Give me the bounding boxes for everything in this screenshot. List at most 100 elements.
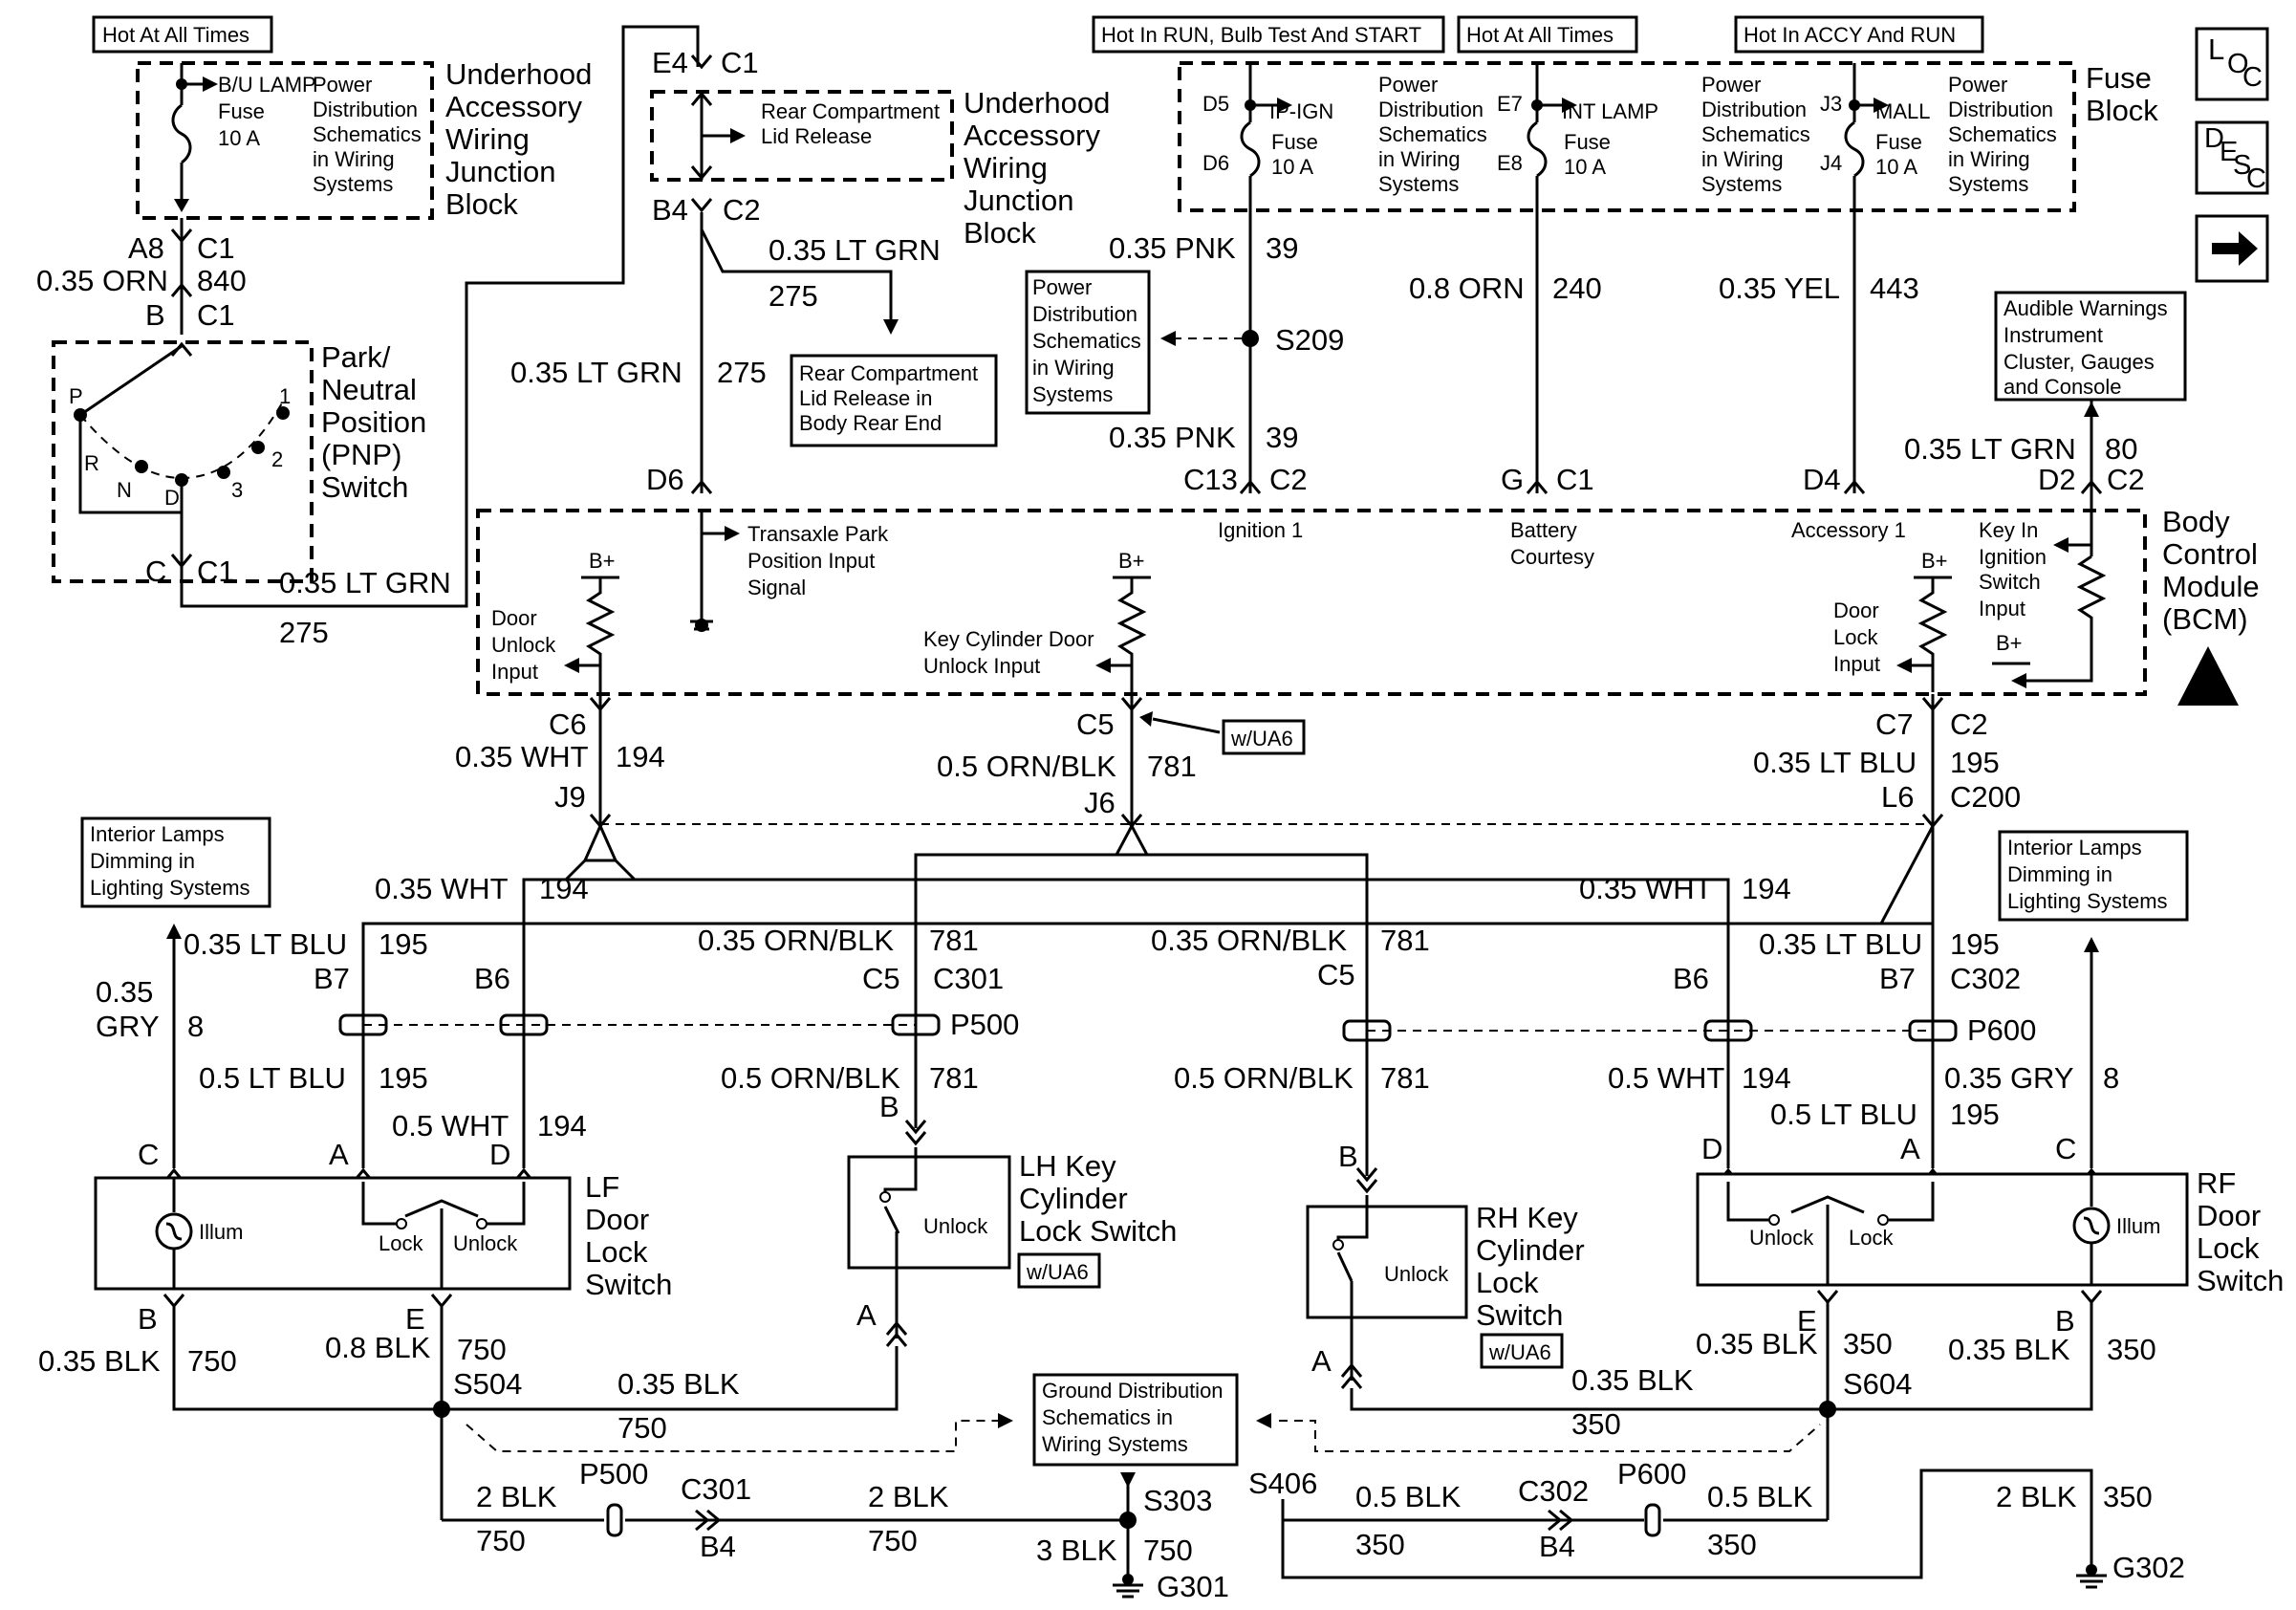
rf-lock: Lock <box>1849 1226 1894 1250</box>
desc-button[interactable]: D E S C <box>2195 120 2269 195</box>
pds-c-3: Schematics <box>1701 122 1810 146</box>
ground-g301-icon <box>1113 1574 1143 1599</box>
wire-blk-035-a: 0.35 BLK <box>38 1344 161 1378</box>
keyin-l3: Switch <box>1979 570 2041 594</box>
esd-warning-icon <box>2177 646 2239 706</box>
hot-in-run-label: Hot In RUN, Bulb Test And START <box>1101 23 1421 47</box>
wire-ltgrn-a: 0.35 LT GRN <box>279 566 451 599</box>
pin-a-lf: A <box>329 1138 349 1171</box>
next-button[interactable] <box>2195 214 2269 283</box>
circuit-194-c: 194 <box>1742 872 1791 905</box>
conn-c1-b: C1 <box>197 298 235 332</box>
circuit-750-c: 750 <box>617 1411 667 1445</box>
ipign-l3: 10 A <box>1271 155 1313 179</box>
pin-c: C <box>145 555 166 588</box>
intlamp-l1: INT LAMP <box>1562 99 1658 123</box>
pds-b-5: Systems <box>1378 172 1459 196</box>
keycyl-l1: Key Cylinder Door <box>923 627 1094 651</box>
wire-ltblu-05-b: 0.5 LT BLU <box>1770 1098 1917 1131</box>
pds-e-4: in Wiring <box>1032 356 1115 380</box>
rhk-l4: Switch <box>1476 1298 1563 1332</box>
wire-443: 0.35 YEL 443 D4 <box>1719 210 1919 496</box>
wire-ltblu-c: 0.35 LT BLU <box>1759 927 1922 961</box>
wire-yel: 0.35 YEL <box>1719 272 1840 305</box>
wire-wht-c: 0.35 WHT <box>1579 872 1713 905</box>
pin-c5-a: C5 <box>1076 707 1115 741</box>
wire-blk-2-a: 2 BLK <box>476 1480 557 1513</box>
ground-g302: G302 <box>2112 1551 2185 1584</box>
wire-80: Audible Warnings Instrument Cluster, Gau… <box>1904 291 2187 535</box>
wire-pnk-b: 0.35 PNK <box>1109 421 1236 454</box>
pnp-l2: Neutral <box>321 373 417 406</box>
wire-ltgrn-d: 0.35 LT GRN <box>1904 432 2076 466</box>
ground-g301: G301 <box>1157 1570 1229 1603</box>
circuit-350-c: 350 <box>1571 1407 1621 1441</box>
label-p600: P600 <box>1967 1013 2036 1047</box>
bplus-keyin: B+ <box>1996 631 2023 655</box>
intlamp-l2: Fuse <box>1564 130 1611 154</box>
pin-b-lf: B <box>138 1302 158 1336</box>
circuit-275-c: 275 <box>717 356 767 389</box>
circuit-350-e: 350 <box>1707 1528 1757 1561</box>
uh2-l1: Underhood <box>964 86 1110 120</box>
pnp-1: 1 <box>279 384 291 408</box>
circuit-781-d: 781 <box>929 1061 979 1095</box>
loc-button[interactable]: L O C <box>2195 27 2269 101</box>
uh-block-l4: Junction <box>445 155 555 188</box>
bplus-a: B+ <box>589 549 616 573</box>
splice-s406: S406 <box>1248 1467 1317 1500</box>
wire-wht-a: 0.35 WHT <box>455 740 589 773</box>
wire-ltblu-05-a: 0.5 LT BLU <box>199 1061 346 1095</box>
fuse-block-l2: Block <box>2086 94 2158 127</box>
conn-c302-b: C302 <box>1518 1474 1589 1508</box>
pin-a-rf: A <box>1900 1132 1920 1165</box>
wire-blk-08: 0.8 BLK <box>325 1331 431 1364</box>
circuit-750-a: 750 <box>187 1344 237 1378</box>
pds-a-1: Power <box>313 73 372 97</box>
int-lamps-a-l2: Dimming in <box>90 849 195 873</box>
wire-ornblk-a: 0.5 ORN/BLK <box>937 750 1116 783</box>
pds-e-2: Distribution <box>1032 302 1137 326</box>
ipign-l1: IP-IGN <box>1269 99 1333 123</box>
door-lock-l3: Input <box>1833 652 1880 676</box>
bu-fuse-line3: 10 A <box>218 126 260 150</box>
audible-l2: Instrument <box>2004 323 2103 347</box>
pds-e-1: Power <box>1032 275 1092 299</box>
pin-c13: C13 <box>1183 463 1238 496</box>
pin-b4: B4 <box>652 193 688 227</box>
circuit-80: 80 <box>2105 432 2137 466</box>
pnp-l4: (PNP) <box>321 438 401 471</box>
desc-e: E <box>2220 137 2238 167</box>
pin-b7-a: B7 <box>314 962 350 995</box>
rh-key-cylinder-switch: B Unlock RH Key Cylinder Lock Switch w/U… <box>1306 1140 1585 1389</box>
lf-door-lock-switch: C A D Illum Lock Unlock LF Door Lock Swi… <box>94 1138 672 1336</box>
wire-blk-035-b: 0.35 BLK <box>617 1367 740 1401</box>
wire-240: 0.8 ORN 240 G C1 <box>1409 210 1602 496</box>
transaxle-l1: Transaxle Park <box>747 522 889 546</box>
wire-blk-05-a: 0.5 BLK <box>1355 1480 1462 1513</box>
lf-unlock: Unlock <box>453 1231 518 1255</box>
wire-wht-05-a: 0.5 WHT <box>392 1109 509 1142</box>
lhk-unlock: Unlock <box>923 1214 988 1238</box>
underhood-junction-block-mid: E4 C1 Rear Compartment Lid Release Under… <box>650 46 1110 250</box>
pnp-l3: Position <box>321 405 426 439</box>
pnp-l1: Park/ <box>321 340 391 374</box>
lf-l1: LF <box>585 1170 619 1204</box>
circuit-194-a: 194 <box>616 740 665 773</box>
gd-l2: Schematics in <box>1042 1405 1173 1429</box>
lf-l2: Door <box>585 1203 649 1236</box>
pin-d6-bcm: D6 <box>646 463 684 496</box>
pin-d-rf: D <box>1701 1132 1722 1165</box>
circuit-750-b: 750 <box>457 1333 507 1366</box>
inline-connectors: B7 B6 C5 C301 C5 B6 B7 C302 P500 P600 0.… <box>199 958 2036 1176</box>
conn-c1-a: C1 <box>197 231 235 265</box>
pds-e-5: Systems <box>1032 382 1113 406</box>
loc-c: C <box>2242 62 2263 93</box>
wire-ornblk-c: 0.35 ORN/BLK <box>1151 924 1347 957</box>
wire-gry-a2: GRY <box>96 1010 160 1043</box>
circuit-750-d: 750 <box>476 1524 526 1557</box>
wire-39: 0.35 PNK 39 S209 Power Distribution Sche… <box>1025 210 1344 496</box>
wire-blk-035-c: 0.35 BLK <box>1696 1327 1818 1360</box>
pds-d-3: Schematics <box>1948 122 2057 146</box>
